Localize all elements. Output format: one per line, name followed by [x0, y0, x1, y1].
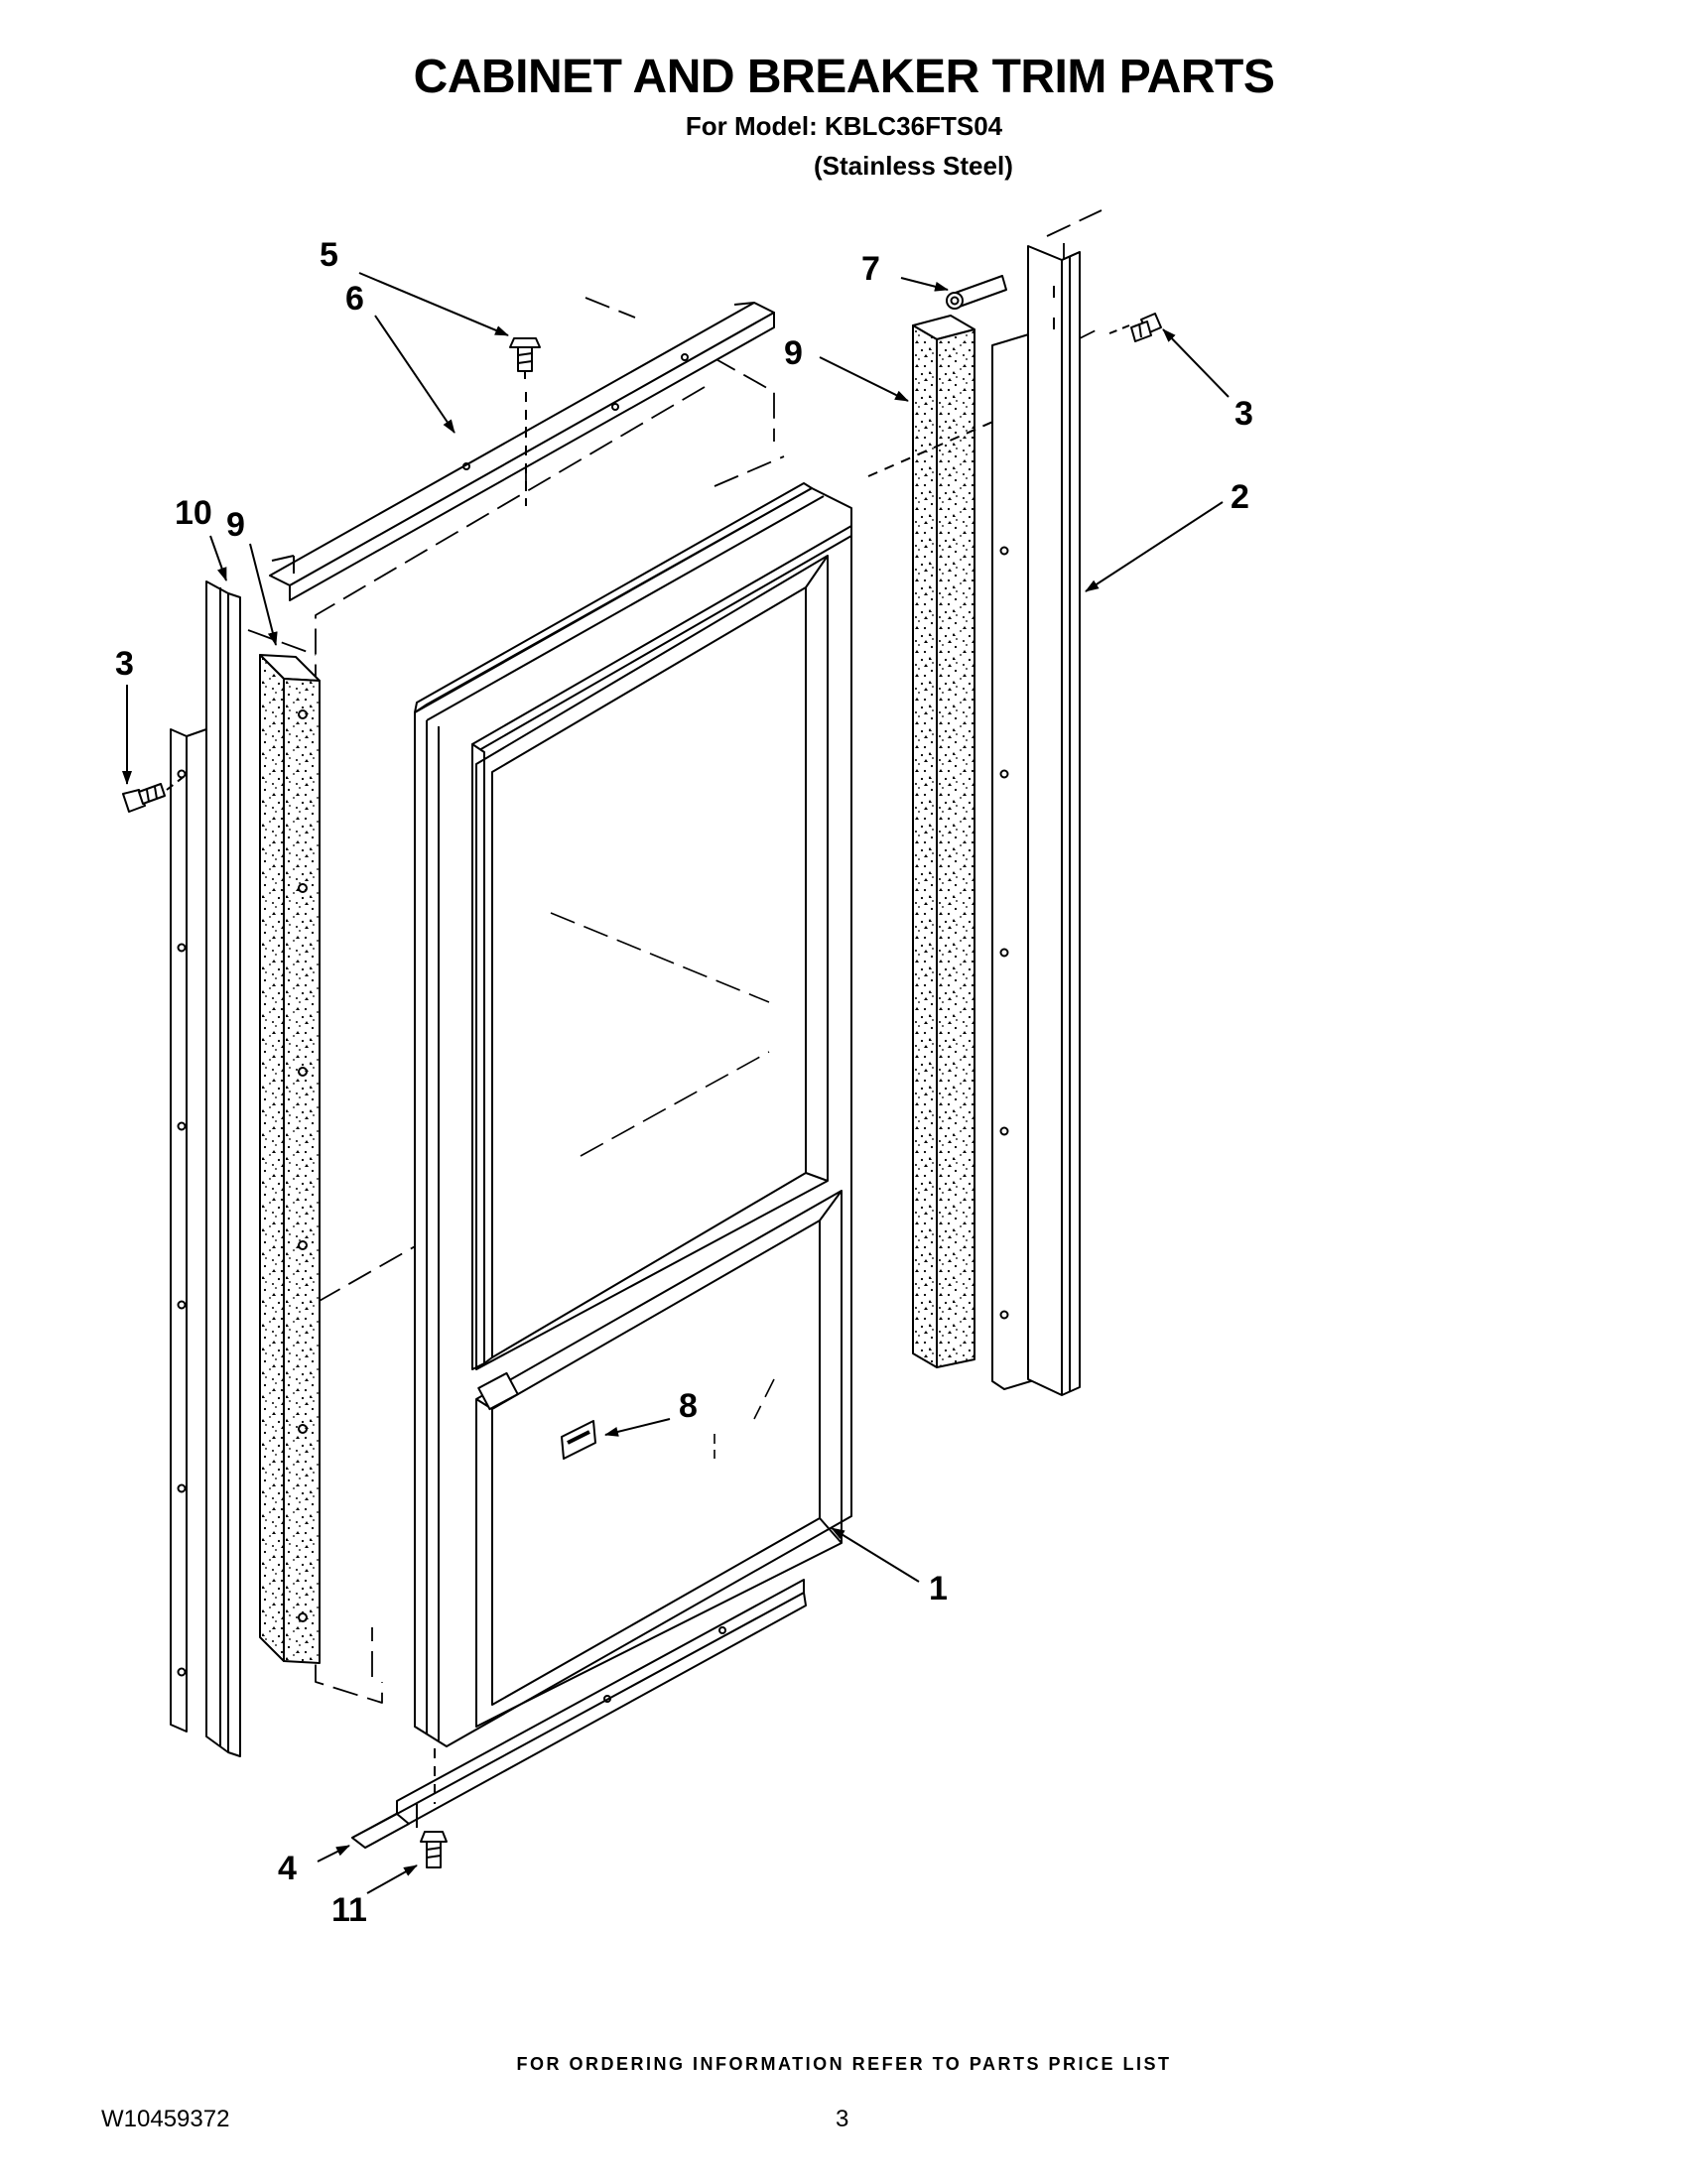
callout-9-right: 9 — [784, 334, 803, 372]
callout-7: 7 — [861, 250, 880, 288]
part-6-top-trim — [269, 302, 775, 601]
part-4-bottom-trim — [351, 1579, 807, 1849]
ordering-note: FOR ORDERING INFORMATION REFER TO PARTS … — [516, 2054, 1172, 2074]
part-5-screw — [509, 337, 541, 506]
callout-1: 1 — [929, 1570, 948, 1607]
callout-3-left: 3 — [115, 645, 134, 683]
part-8-badge — [561, 1420, 596, 1460]
callout-4: 4 — [278, 1850, 297, 1887]
part-2-right-channel — [991, 245, 1081, 1396]
page-title: CABINET AND BREAKER TRIM PARTS — [413, 51, 1275, 103]
callout-10: 10 — [175, 494, 212, 532]
callout-5: 5 — [320, 236, 338, 274]
leader-lines — [122, 272, 1230, 1894]
part-9-left-foam — [259, 654, 321, 1664]
callout-3-right: 3 — [1234, 395, 1253, 433]
callout-2: 2 — [1231, 478, 1249, 516]
part-11-screw — [420, 1831, 448, 1868]
part-3-right-screw — [1108, 313, 1162, 342]
callout-11: 11 — [331, 1891, 367, 1929]
callout-numbers: 5 6 7 9 3 2 10 9 3 8 1 4 11 — [115, 236, 1253, 1929]
callout-6: 6 — [345, 280, 364, 318]
model-line: For Model: KBLC36FTS04 — [685, 111, 1003, 141]
part-3-left-screw — [122, 775, 186, 813]
document-number: W10459372 — [101, 2106, 230, 2132]
callout-9-left: 9 — [226, 506, 245, 544]
callout-8: 8 — [679, 1387, 698, 1425]
part-10-left-channel — [170, 580, 241, 1757]
part-1-breaker-frame — [414, 482, 852, 1747]
part-7-pin — [946, 275, 1007, 310]
finish-line: (Stainless Steel) — [814, 151, 1013, 181]
part-9-right-foam — [867, 315, 1010, 1368]
page-number: 3 — [836, 2106, 849, 2132]
